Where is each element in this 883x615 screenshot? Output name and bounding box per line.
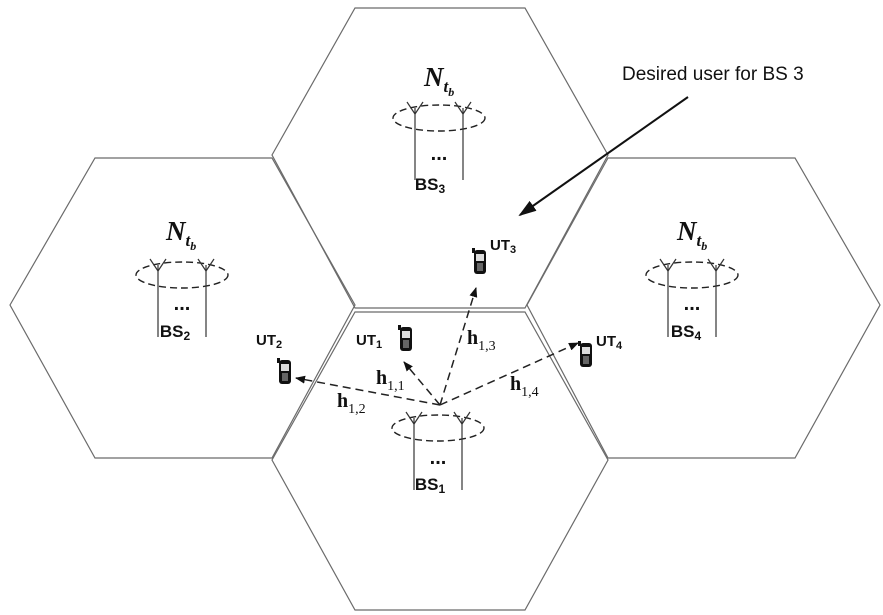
- antenna-count-label-bs2: Ntb: [165, 216, 196, 253]
- antenna-ellipsis-bs2: ...: [174, 293, 191, 315]
- channel-label-h11: h1,1: [376, 367, 405, 394]
- cell-bs4: [526, 157, 881, 459]
- cell-bs3: [271, 7, 609, 309]
- label-bs1: BS1: [415, 475, 446, 496]
- antenna-array-bs3: [392, 101, 486, 180]
- channel-arrow-h14: [439, 342, 579, 406]
- antenna-array-bs1: [391, 411, 485, 490]
- channel-links: [295, 287, 579, 406]
- label-ut2: UT2: [256, 332, 282, 351]
- label-bs2: BS2: [160, 322, 191, 343]
- annotation-desired-user: Desired user for BS 3: [622, 64, 804, 85]
- label-ut3: UT3: [490, 237, 516, 256]
- cell-bs2: [9, 157, 356, 459]
- mobile-phone-icon-ut2: [277, 358, 291, 384]
- label-ut4: UT4: [596, 333, 623, 352]
- channel-label-h14: h1,4: [510, 373, 539, 400]
- channel-label-h12: h1,2: [337, 390, 366, 417]
- channel-arrow-h13: [439, 287, 478, 406]
- hexagon-cells: [9, 7, 881, 611]
- antenna-array-bs4: [645, 258, 739, 337]
- mobile-phone-icon-ut3: [472, 248, 486, 274]
- cell-bs1: [271, 311, 609, 611]
- label-ut1: UT1: [356, 332, 382, 351]
- channel-arrow-h11: [403, 361, 441, 406]
- annotation-arrow: [518, 96, 689, 217]
- label-bs4: BS4: [671, 322, 702, 343]
- antenna-count-label-bs4: Ntb: [676, 216, 707, 253]
- channel-arrow-h12: [295, 375, 441, 406]
- antenna-array-bs2: [135, 258, 229, 337]
- mobile-phone-icon-ut4: [578, 341, 592, 367]
- channel-label-h13: h1,3: [467, 327, 496, 354]
- antenna-count-label-bs3: Ntb: [423, 62, 454, 99]
- mobile-phone-icon-ut1: [398, 325, 412, 351]
- antenna-ellipsis-bs1: ...: [430, 447, 447, 469]
- antenna-ellipsis-bs3: ...: [431, 143, 448, 165]
- antenna-ellipsis-bs4: ...: [684, 293, 701, 315]
- label-bs3: BS3: [415, 175, 446, 196]
